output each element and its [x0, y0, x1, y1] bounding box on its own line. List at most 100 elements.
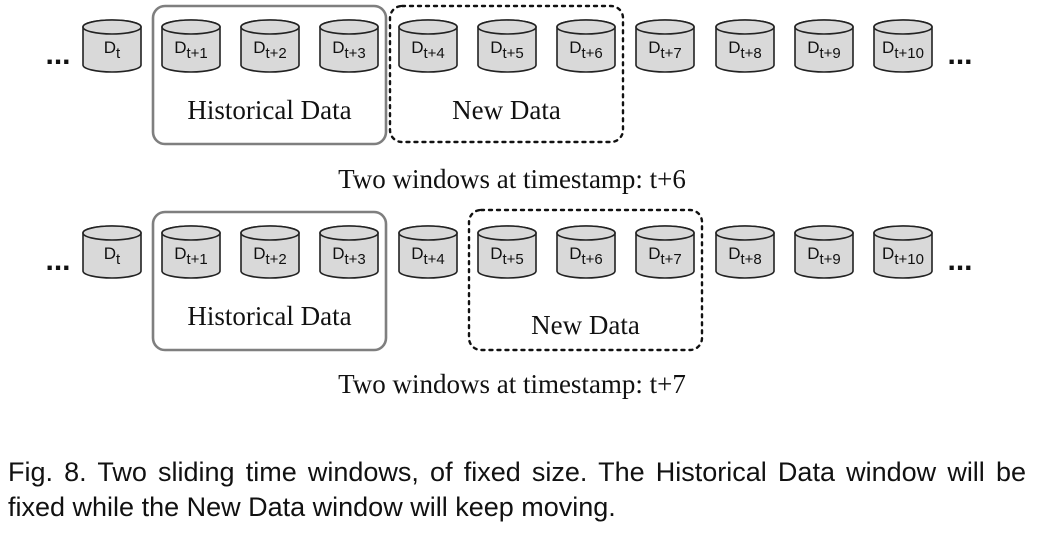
disk-top [398, 19, 458, 35]
disk-label-subscript: t+9 [820, 45, 841, 62]
disk-label: Dt+8 [728, 38, 762, 62]
data-disk: Dt+4 [398, 19, 458, 73]
new-data-label: New Data [531, 310, 640, 340]
disk-label-subscript: t+7 [661, 45, 682, 62]
disk-label-base: D [332, 244, 344, 263]
data-disk: Dt+8 [715, 19, 775, 73]
disk-label-base: D [253, 38, 265, 57]
ellipsis-left: ... [45, 38, 70, 71]
disk-label: Dt+9 [807, 244, 841, 268]
disk-top [161, 19, 221, 35]
disk-label-base: D [728, 38, 740, 57]
disk-label: Dt+6 [569, 244, 603, 268]
disk-label-subscript: t+2 [266, 251, 287, 268]
disk-label-subscript: t+5 [503, 45, 524, 62]
disk-label-base: D [253, 244, 265, 263]
data-disk: Dt+9 [794, 19, 854, 73]
disk-label-base: D [490, 244, 502, 263]
historical-data-window [151, 210, 388, 352]
data-disk: Dt+4 [398, 225, 458, 279]
disk-label-subscript: t+10 [894, 45, 924, 62]
data-disk: Dt+1 [161, 19, 221, 73]
disk-label-base: D [174, 244, 186, 263]
disk-top [319, 225, 379, 241]
data-disk: Dt [82, 19, 142, 73]
disk-label-subscript: t+7 [661, 251, 682, 268]
data-disk: Dt+6 [556, 19, 616, 73]
disk-top [82, 19, 142, 35]
disk-label: Dt+2 [253, 38, 287, 62]
disk-label-base: D [569, 38, 581, 57]
disk-label-subscript: t+8 [741, 45, 762, 62]
disk-top [82, 225, 142, 241]
row-label: Two windows at timestamp: t+6 [338, 164, 686, 194]
disk-label: Dt+3 [332, 38, 366, 62]
disk-label-base: D [882, 38, 894, 57]
disk-label-subscript: t+10 [894, 251, 924, 268]
disk-label: Dt+7 [648, 244, 682, 268]
data-disk: Dt+7 [635, 19, 695, 73]
disk-label: Dt+5 [490, 38, 524, 62]
disk-label: Dt+10 [882, 244, 924, 268]
disk-label-base: D [332, 38, 344, 57]
new-data-window [388, 4, 625, 144]
disk-top [873, 19, 933, 35]
disk-label-base: D [648, 244, 660, 263]
disk-top [161, 225, 221, 241]
disk-label: Dt [104, 38, 121, 62]
disk-top [556, 225, 616, 241]
disk-label-subscript: t+2 [266, 45, 287, 62]
data-disk: Dt+2 [240, 225, 300, 279]
disk-label-subscript: t+4 [424, 45, 445, 62]
disk-top [635, 225, 695, 241]
data-disk: Dt+10 [873, 19, 933, 73]
disk-label: Dt+5 [490, 244, 524, 268]
disk-label: Dt+9 [807, 38, 841, 62]
disk-label: Dt+4 [411, 244, 445, 268]
disk-label: Dt+1 [174, 244, 208, 268]
historical-data-window [151, 4, 388, 146]
disk-label-subscript: t+3 [345, 251, 366, 268]
disk-label-base: D [411, 38, 423, 57]
historical-data-label: Historical Data [187, 301, 351, 331]
disk-label-base: D [411, 244, 423, 263]
data-disk: Dt+10 [873, 225, 933, 279]
disk-label: Dt+7 [648, 38, 682, 62]
data-disk: Dt+7 [635, 225, 695, 279]
disk-top [240, 225, 300, 241]
disk-label: Dt+2 [253, 244, 287, 268]
disk-label: Dt+4 [411, 38, 445, 62]
ellipsis-right: ... [947, 244, 972, 277]
disk-label-subscript: t [116, 251, 121, 268]
ellipsis-left: ... [45, 244, 70, 277]
disk-label-subscript: t+4 [424, 251, 445, 268]
disk-top [715, 19, 775, 35]
disk-label-subscript: t+9 [820, 251, 841, 268]
disk-top [556, 19, 616, 35]
disk-label: Dt+1 [174, 38, 208, 62]
ellipsis-right: ... [947, 38, 972, 71]
disk-label-subscript: t+6 [582, 45, 603, 62]
disk-label-subscript: t+1 [187, 45, 208, 62]
disk-label-subscript: t+1 [187, 251, 208, 268]
disk-label: Dt [104, 244, 121, 268]
disk-top [477, 225, 537, 241]
disk-label-base: D [490, 38, 502, 57]
disk-top [635, 19, 695, 35]
data-disk: Dt+5 [477, 225, 537, 279]
new-data-window [467, 208, 704, 352]
data-disk: Dt+2 [240, 19, 300, 73]
disk-label-base: D [569, 244, 581, 263]
data-disk: Dt+9 [794, 225, 854, 279]
disk-label-base: D [104, 38, 116, 57]
historical-data-label: Historical Data [187, 95, 351, 125]
disk-label-base: D [648, 38, 660, 57]
disk-label: Dt+10 [882, 38, 924, 62]
disk-label-subscript: t+5 [503, 251, 524, 268]
data-disk: Dt+1 [161, 225, 221, 279]
disk-label: Dt+6 [569, 38, 603, 62]
figure-caption: Fig. 8. Two sliding time windows, of fix… [8, 457, 1026, 522]
data-disk: Dt+8 [715, 225, 775, 279]
disk-top [398, 225, 458, 241]
